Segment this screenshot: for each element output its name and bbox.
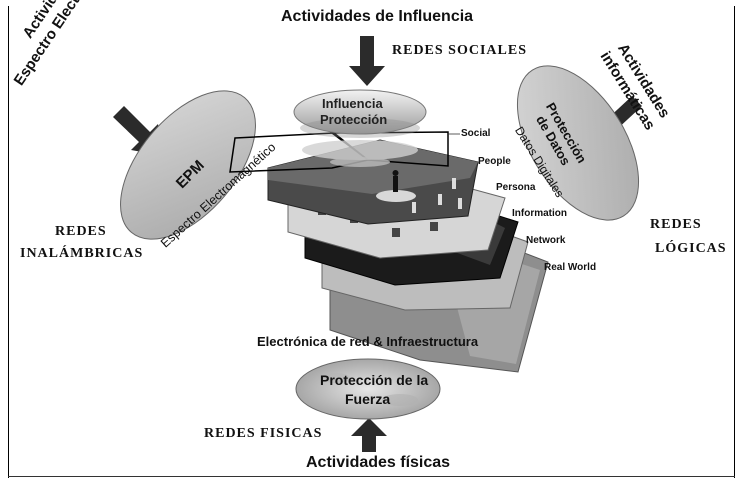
arrow-up-bottom: [351, 418, 387, 452]
redes-inalambricas-label-1: REDES: [55, 224, 107, 239]
actividades-influencia-label: Actividades de Influencia: [281, 8, 474, 25]
redes-logicas-label-2: LÓGICAS: [655, 241, 727, 256]
influencia-ellipse: [293, 89, 427, 135]
frame-bottom-border: [8, 476, 735, 477]
fuerza-label-1: Protección de la: [320, 372, 429, 388]
frame-right-border: [734, 6, 735, 478]
infra-label: Electrónica de red & Infraestructura: [257, 334, 479, 349]
redes-logicas-label-1: REDES: [650, 217, 702, 232]
layer-people: [267, 139, 479, 225]
layer-label-information: Information: [512, 208, 567, 219]
actividades-fisicas-label: Actividades físicas: [306, 454, 451, 471]
epm-ellipse: [120, 90, 256, 240]
redes-inalambricas-label-2: INALÁMBRICAS: [20, 246, 144, 261]
layer-label-network: Network: [526, 235, 566, 246]
proteccion-label: Protección: [320, 112, 388, 127]
datos-ellipse: [516, 65, 640, 221]
redes-sociales-label: REDES SOCIALES: [392, 43, 527, 58]
layer-label-persona: Persona: [496, 182, 536, 193]
fuerza-ellipse: [295, 358, 441, 420]
influencia-label: Influencia: [322, 96, 383, 111]
fuerza-label-2: Fuerza: [345, 391, 391, 407]
layer-label-real-world: Real World: [544, 262, 597, 273]
layer-label-social: Social: [461, 128, 491, 139]
redes-fisicas-label: REDES FISICAS: [204, 426, 323, 441]
frame-left-border: [8, 6, 9, 478]
actividades-espectro-label: Actividades en Espectro Electromagnético: [10, 0, 134, 89]
layer-label-people: People: [478, 156, 511, 167]
layer-social: [229, 131, 449, 173]
arrow-down-top: [349, 36, 385, 86]
